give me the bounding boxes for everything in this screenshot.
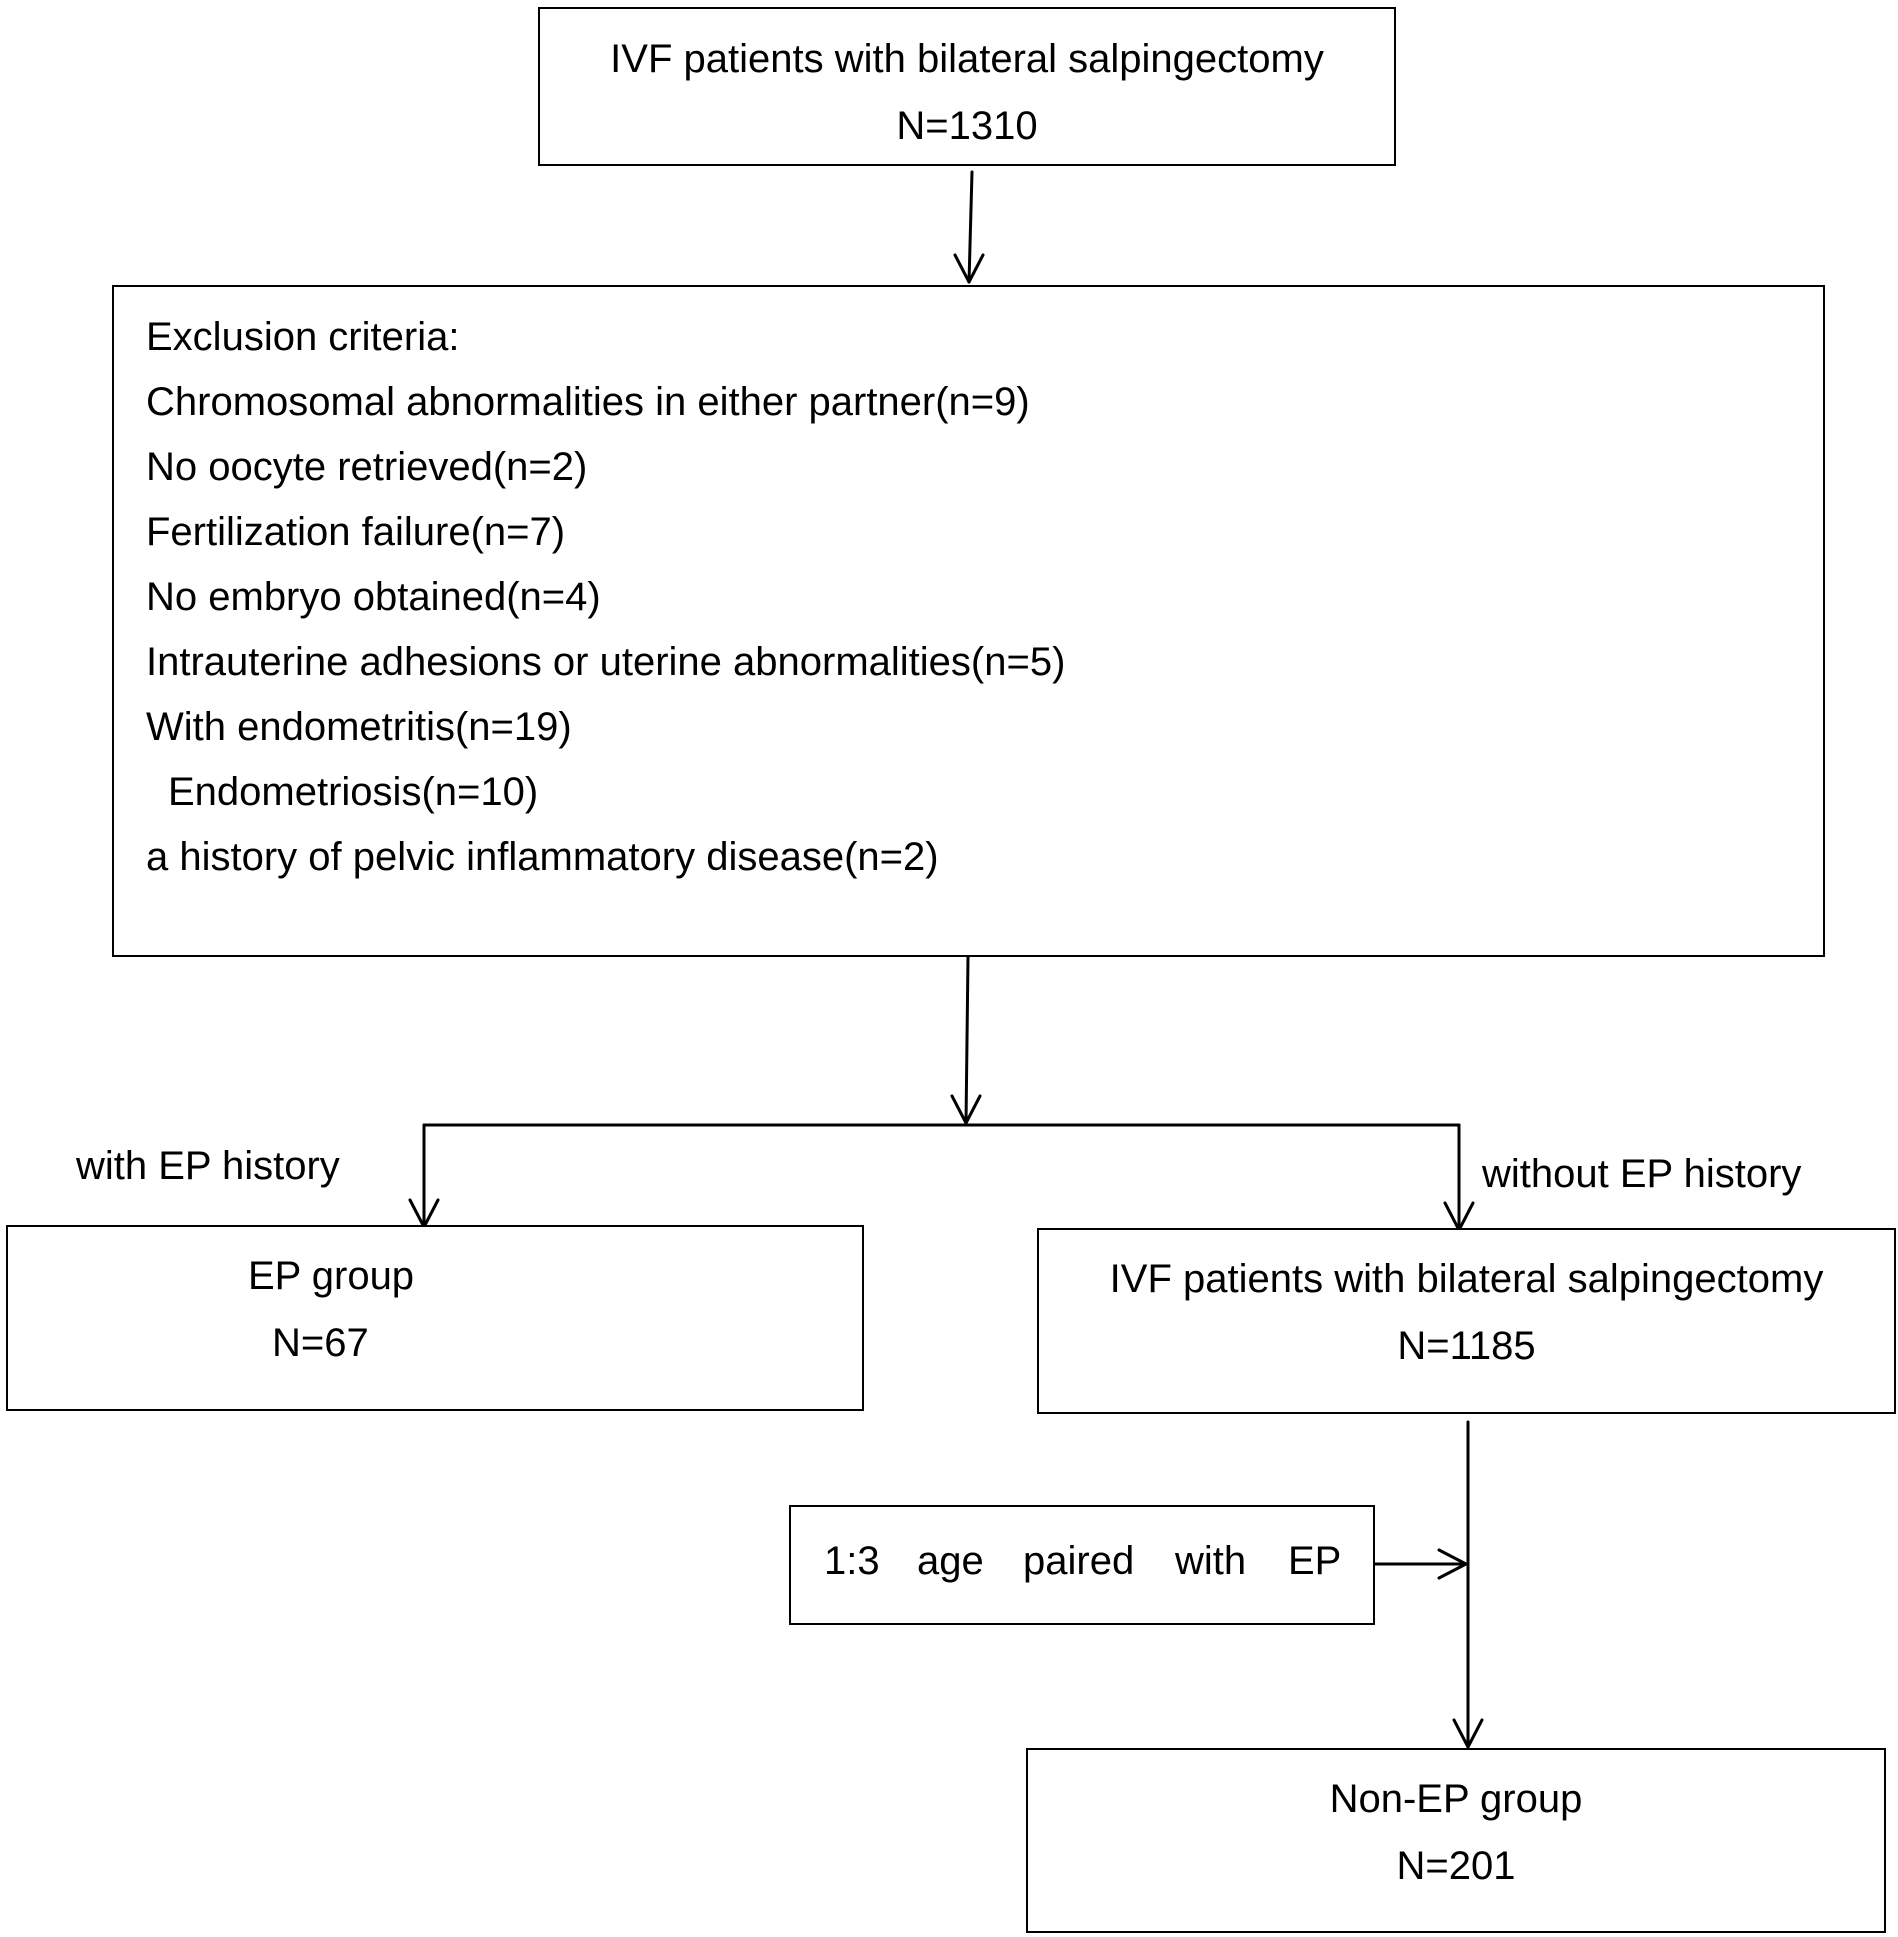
- exclusion-item: Fertilization failure(n=7): [146, 510, 566, 554]
- exclusion-item: Endometriosis(n=10): [168, 770, 539, 814]
- ep-group-box: EP group N=67: [6, 1225, 864, 1411]
- arrow-start-to-exclusion: [967, 170, 974, 284]
- ep-group-count: N=67: [272, 1321, 369, 1365]
- exclusion-item: Intrauterine adhesions or uterine abnorm…: [146, 640, 1066, 684]
- exclusion-item: No oocyte retrieved(n=2): [146, 445, 588, 489]
- pairing-ratio: 1:3: [824, 1539, 880, 1583]
- exclusion-item: No embryo obtained(n=4): [146, 575, 601, 619]
- pairing-word-paired: paired: [1023, 1539, 1135, 1583]
- ep-group-title: EP group: [248, 1254, 415, 1298]
- arrowhead-non-ep-group: [1452, 1718, 1484, 1749]
- exclusion-box: Exclusion criteria: Chromosomal abnormal…: [112, 285, 1825, 957]
- pairing-word-ep: EP: [1288, 1539, 1342, 1583]
- start-box-title: IVF patients with bilateral salpingectom…: [610, 37, 1324, 81]
- arrow-exclusion-to-split: [964, 955, 970, 1125]
- no-ep-pool-title: IVF patients with bilateral salpingectom…: [1109, 1257, 1824, 1301]
- start-box-count: N=1310: [896, 104, 1038, 148]
- non-ep-group-count: N=201: [1396, 1844, 1516, 1888]
- arrowhead-split: [950, 1094, 982, 1125]
- pairing-word-with: with: [1175, 1539, 1247, 1583]
- non-ep-group-box: Non-EP group N=201: [1026, 1748, 1886, 1933]
- exclusion-heading: Exclusion criteria:: [146, 315, 460, 359]
- exclusion-item: Chromosomal abnormalities in either part…: [146, 380, 1030, 424]
- pairing-word-age: age: [917, 1539, 984, 1583]
- arrowhead-pairing: [1437, 1548, 1468, 1580]
- pairing-box: 1:3 age paired with EP: [789, 1505, 1375, 1625]
- no-ep-pool-count: N=1185: [1397, 1324, 1536, 1368]
- exclusion-item: With endometritis(n=19): [146, 705, 572, 749]
- no-ep-pool-box: IVF patients with bilateral salpingectom…: [1037, 1228, 1896, 1414]
- exclusion-item: a history of pelvic inflammatory disease…: [146, 835, 939, 879]
- non-ep-group-title: Non-EP group: [1329, 1777, 1583, 1821]
- branch-label-with-ep: with EP history: [76, 1144, 340, 1188]
- arrowhead-exclusion: [953, 253, 985, 284]
- start-box: IVF patients with bilateral salpingectom…: [538, 7, 1396, 166]
- branch-label-without-ep: without EP history: [1482, 1152, 1802, 1196]
